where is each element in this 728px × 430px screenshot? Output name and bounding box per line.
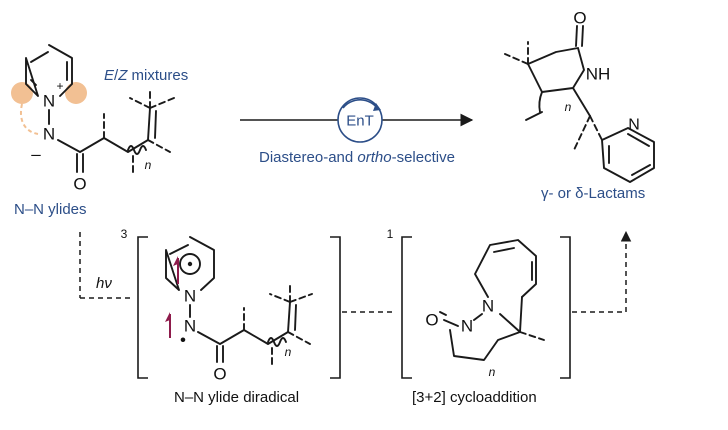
pyridinium-n: N <box>43 92 55 111</box>
pyridine-ring <box>601 127 655 183</box>
cycloaddition-label: [3+2] cycloaddition <box>412 389 537 406</box>
catalyst-label: EnT <box>346 113 374 130</box>
cyclo-methyl <box>519 331 545 341</box>
ylide-structure: N + N – O n <box>11 44 175 194</box>
bracket-right-1 <box>330 236 341 379</box>
cyclo-n2: N <box>461 317 473 336</box>
cyclo-lower-ring <box>449 329 521 361</box>
lactam-n: n <box>565 100 572 114</box>
alkene-chain <box>147 107 151 141</box>
diradical-alkene-sub-4 <box>287 331 311 345</box>
pyridinium-inner-bonds <box>30 51 68 86</box>
bracket-left-1 <box>137 236 148 379</box>
lactams-label: γ- or δ-Lactams <box>541 185 645 202</box>
diradical-wavy <box>267 337 287 347</box>
alkene-sub-3 <box>149 97 175 109</box>
cyclo-n1: N <box>482 297 494 316</box>
wavy-bond <box>127 145 147 155</box>
lactam-sub-1 <box>504 53 529 65</box>
cycloadduct-structure: N N O n <box>425 239 545 379</box>
diradical-n-sub: n <box>285 345 292 359</box>
carbonyl-o: O <box>73 175 86 194</box>
radical-center <box>187 261 193 267</box>
alkene-double <box>154 110 157 139</box>
cyclo-inner-bonds <box>493 247 533 281</box>
triplet-label: 3 <box>121 227 128 241</box>
diradical-bracket: 3 <box>121 227 341 379</box>
alkene-sub-4 <box>147 139 171 153</box>
cyclo-carbonyl-2 <box>439 311 447 316</box>
diradical-alkene-sub-1 <box>269 293 291 303</box>
side-bond <box>589 115 603 141</box>
ez-mixtures-label: E/Z mixtures <box>104 67 188 84</box>
diradical-ring <box>165 236 215 291</box>
singlet-label: 1 <box>387 227 394 241</box>
diradical-label: N–N ylide diradical <box>174 389 299 406</box>
diradical-n1: N <box>184 287 196 306</box>
lactam-ring <box>527 47 585 93</box>
cyclo-ring-top <box>474 239 537 298</box>
ylide-n: N <box>43 125 55 144</box>
diradical-alkene-sub-3 <box>289 293 313 303</box>
side-methyl <box>573 115 591 151</box>
lactam-side-chain <box>525 87 591 121</box>
ent-catalyst-badge: EnT <box>337 97 383 143</box>
radical-dot: • <box>180 331 186 350</box>
lactam-co-2 <box>581 25 584 47</box>
ylides-label: N–N ylides <box>14 201 87 218</box>
cyclo-five-ring <box>499 296 523 333</box>
cyclo-n-sub: n <box>489 365 496 379</box>
hv-label: hν <box>96 275 112 292</box>
diradical-o: O <box>213 365 226 384</box>
lactam-structure: O NH n N <box>504 9 655 183</box>
diradical-structure: N N • O n <box>165 236 313 384</box>
minus-charge: – <box>31 145 41 164</box>
bracket-left-2 <box>401 236 412 379</box>
lactam-o: O <box>573 9 586 28</box>
pyridine-n: N <box>628 117 640 134</box>
cycle-arrow-icon <box>373 103 381 111</box>
spin-arrow-head-up-icon <box>173 256 178 266</box>
pyridine-inner <box>608 133 651 176</box>
ortho-interaction-arc <box>20 103 39 135</box>
ortho-highlight-left <box>11 82 33 104</box>
plus-charge: + <box>56 79 63 93</box>
selectivity-label: Diastereo-and ortho-selective <box>259 149 455 166</box>
cyclo-carbonyl <box>443 319 459 327</box>
diradical-inner-bond <box>169 244 189 255</box>
diradical-n2: N <box>184 317 196 336</box>
pyridinium-ring <box>25 44 73 97</box>
radical-circle <box>179 253 201 275</box>
chain-n: n <box>145 158 152 172</box>
bracket-right-2 <box>560 236 571 379</box>
cyclo-nn <box>473 313 483 321</box>
ring-bracket <box>538 91 543 113</box>
spin-arrow-head-second-icon <box>165 312 170 322</box>
lactam-nh: NH <box>586 65 611 84</box>
diradical-alkene <box>287 301 291 333</box>
cycloadduct-bracket: 1 <box>387 227 571 379</box>
lactam-co-1 <box>575 25 578 47</box>
diradical-alkene-double <box>294 304 297 331</box>
alkene-sub-1 <box>129 97 151 109</box>
cyclo-o: O <box>425 311 438 330</box>
ortho-highlight-right <box>65 82 87 104</box>
